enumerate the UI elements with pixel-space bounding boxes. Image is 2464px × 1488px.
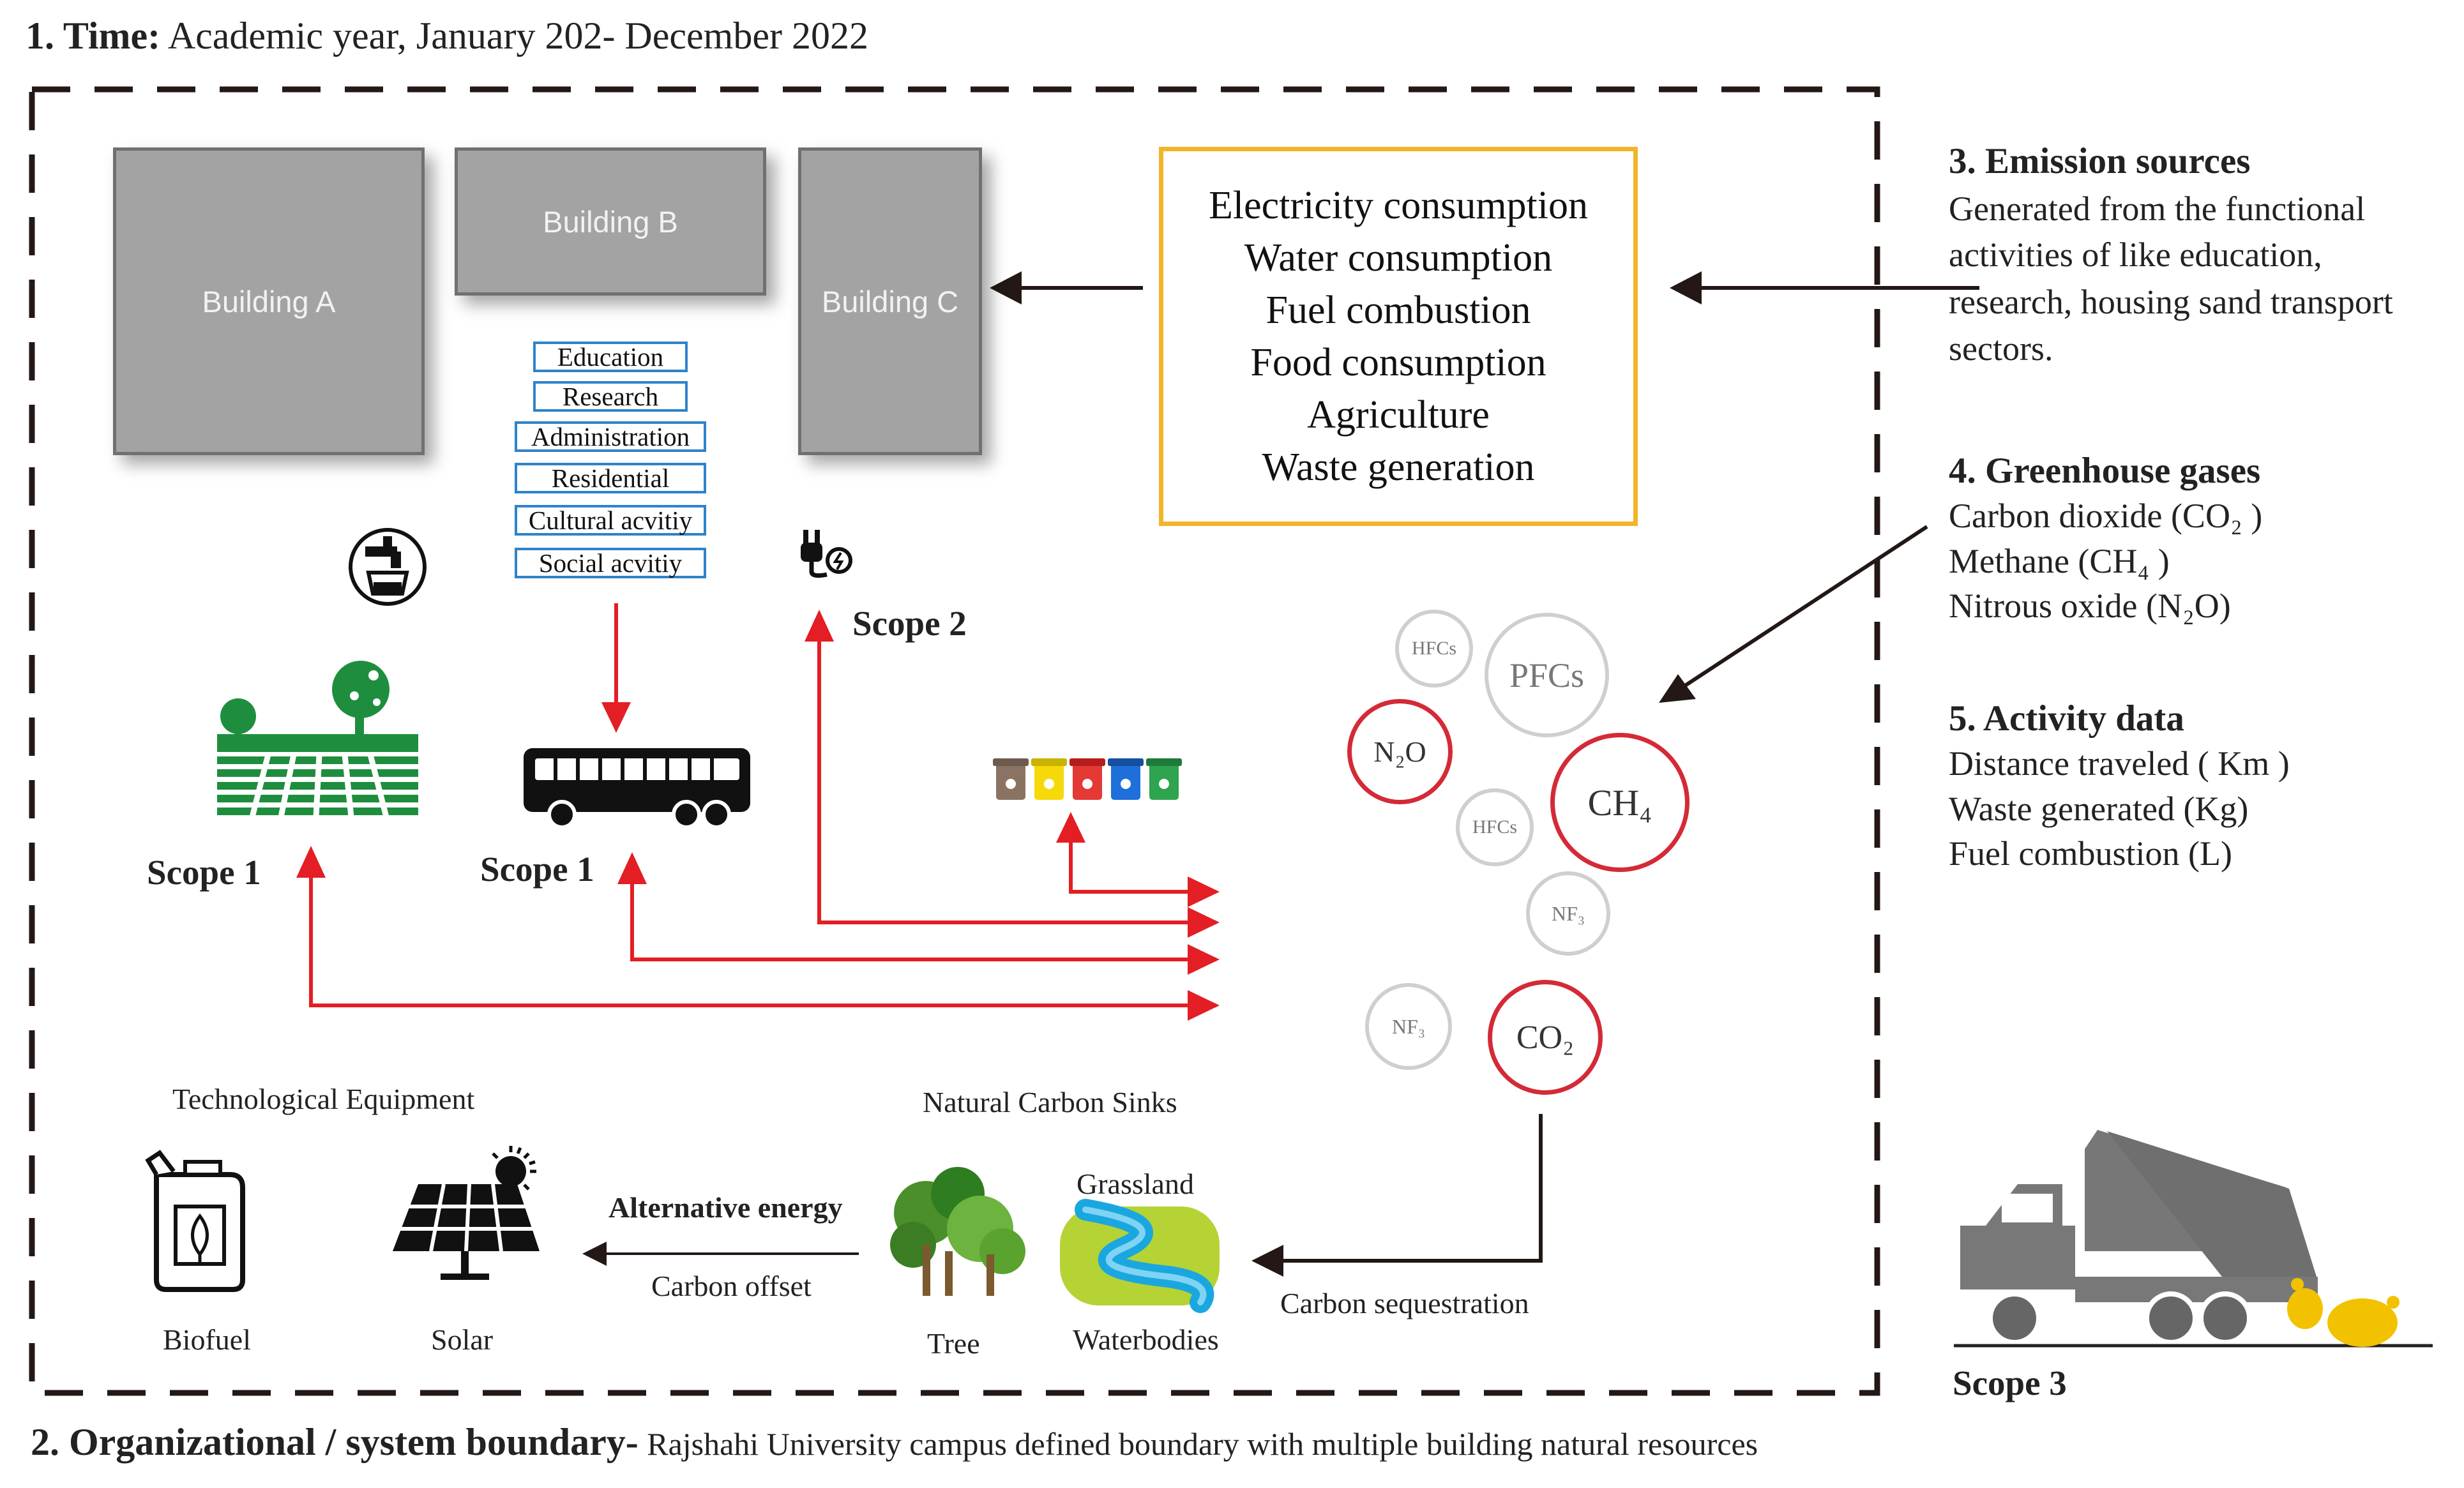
- activity-data-line-1: Distance traveled ( Km ): [1949, 744, 2290, 783]
- grassland-label: Grassland: [1077, 1168, 1194, 1200]
- solar-panel-icon: [393, 1146, 540, 1280]
- emission-sources-line-4: sectors.: [1949, 329, 2053, 368]
- boundary-heading: 2. Organizational / system boundary- Raj…: [31, 1420, 1758, 1464]
- gas-pfcs: PFCs: [1485, 613, 1609, 737]
- arrow-activities-to-bus: [601, 603, 631, 733]
- arrow-co2-to-sinks: [1251, 1114, 1543, 1277]
- activity-administration: Administration: [515, 421, 706, 452]
- farm-icon: [217, 661, 418, 818]
- source-waste: Waste generation: [1262, 446, 1535, 489]
- gas-hfcs-mid: HFCs: [1456, 788, 1534, 866]
- waterbodies-label: Waterbodies: [1073, 1323, 1219, 1356]
- arrow-ghg-to-gases: [1659, 525, 1928, 703]
- gas-hfcs-top: HFCs: [1395, 610, 1473, 688]
- natural-sinks-label: Natural Carbon Sinks: [923, 1086, 1177, 1118]
- activity-data-title: 5. Activity data: [1949, 698, 2184, 739]
- building-a: Building A: [113, 147, 425, 455]
- plug-icon: [801, 530, 852, 578]
- time-heading: 1. Time: Academic year, January 202- Dec…: [26, 14, 868, 58]
- tree-label: Tree: [927, 1327, 980, 1360]
- emission-sources-line-2: activities of like education,: [1949, 236, 2322, 274]
- boundary-text: Rajshahi University campus defined bound…: [647, 1426, 1758, 1462]
- scope-label-electricity: Scope 2: [852, 604, 967, 643]
- source-food: Food consumption: [1250, 341, 1546, 384]
- tree-icon: [890, 1167, 1025, 1296]
- scope-label-transport: Scope 1: [480, 850, 594, 889]
- ghg-line-2: Methane (CH₄ ): [1949, 542, 2170, 580]
- activity-cultural: Cultural acvitiy: [515, 505, 706, 536]
- emission-sources-title: 3. Emission sources: [1949, 141, 2251, 181]
- activity-data-line-3: Fuel combustion (L): [1949, 834, 2232, 873]
- time-text: Academic year, January 202- December 202…: [167, 15, 868, 57]
- gas-ch4: CH₄: [1550, 733, 1689, 872]
- source-electricity: Electricity consumption: [1208, 184, 1589, 227]
- arrow-scope2: [805, 610, 1216, 924]
- dump-truck-icon: [1954, 1130, 2433, 1348]
- source-water: Water consumption: [1244, 236, 1553, 280]
- building-b: Building B: [455, 147, 766, 296]
- gas-nf3-left: NF₃: [1365, 983, 1452, 1070]
- arrow-transport: [617, 852, 1216, 961]
- ghg-line-3: Nitrous oxide (N₂O): [1949, 587, 2231, 625]
- bus-icon: [524, 748, 750, 829]
- tech-equipment-label: Technological Equipment: [172, 1083, 475, 1115]
- system-boundary: [29, 86, 1880, 1396]
- gas-co2: CO₂: [1488, 980, 1603, 1095]
- solar-label: Solar: [431, 1323, 494, 1356]
- recycling-bins-icon: [993, 758, 1182, 800]
- activity-research: Research: [533, 381, 688, 412]
- arrow-box-to-buildings: [990, 271, 1143, 304]
- building-c: Building C: [798, 147, 982, 455]
- greenhouse-gases-title: 4. Greenhouse gases: [1949, 451, 2261, 491]
- emission-sources-line-3: research, housing sand transport: [1949, 283, 2393, 321]
- activity-education: Education: [533, 342, 688, 372]
- ghg-line-1: Carbon dioxide (CO₂ ): [1949, 497, 2263, 535]
- carbon-sequestration-label: Carbon sequestration: [1280, 1287, 1529, 1319]
- emission-sources-box: Electricity consumption Water consumptio…: [1159, 147, 1638, 526]
- biofuel-icon: [145, 1150, 245, 1292]
- source-fuel: Fuel combustion: [1266, 289, 1531, 332]
- scope-label-waste: Scope 3: [1953, 1364, 2067, 1402]
- time-label: 1. Time:: [26, 15, 161, 57]
- gas-n2o: N₂O: [1347, 699, 1453, 804]
- activity-residential: Residential: [515, 463, 706, 493]
- carbon-offset-label: Carbon offset: [651, 1270, 812, 1302]
- biofuel-label: Biofuel: [163, 1323, 251, 1356]
- water-tap-icon: [349, 528, 427, 606]
- arrowhead-1: [1188, 876, 1220, 907]
- grassland-waterbodies-icon: [1060, 1199, 1220, 1313]
- arrow-offset: [582, 1242, 859, 1266]
- arrow-bins: [1056, 812, 1216, 894]
- activity-social: Social acvitiy: [515, 548, 706, 578]
- activity-data-line-2: Waste generated (Kg): [1949, 790, 2249, 828]
- scope-label-agriculture: Scope 1: [147, 853, 261, 892]
- alternative-energy-label: Alternative energy: [608, 1191, 843, 1224]
- arrowhead-3: [1188, 944, 1220, 975]
- source-agriculture: Agriculture: [1307, 393, 1490, 437]
- arrow-sources-to-box: [1670, 271, 1979, 304]
- gas-nf3-right: NF₃: [1526, 871, 1610, 956]
- arrow-agriculture: [296, 846, 1216, 1007]
- boundary-label: 2. Organizational / system boundary-: [31, 1421, 639, 1463]
- arrowhead-2: [1188, 907, 1220, 938]
- emission-sources-line-1: Generated from the functional: [1949, 190, 2366, 228]
- arrowhead-4: [1188, 990, 1220, 1021]
